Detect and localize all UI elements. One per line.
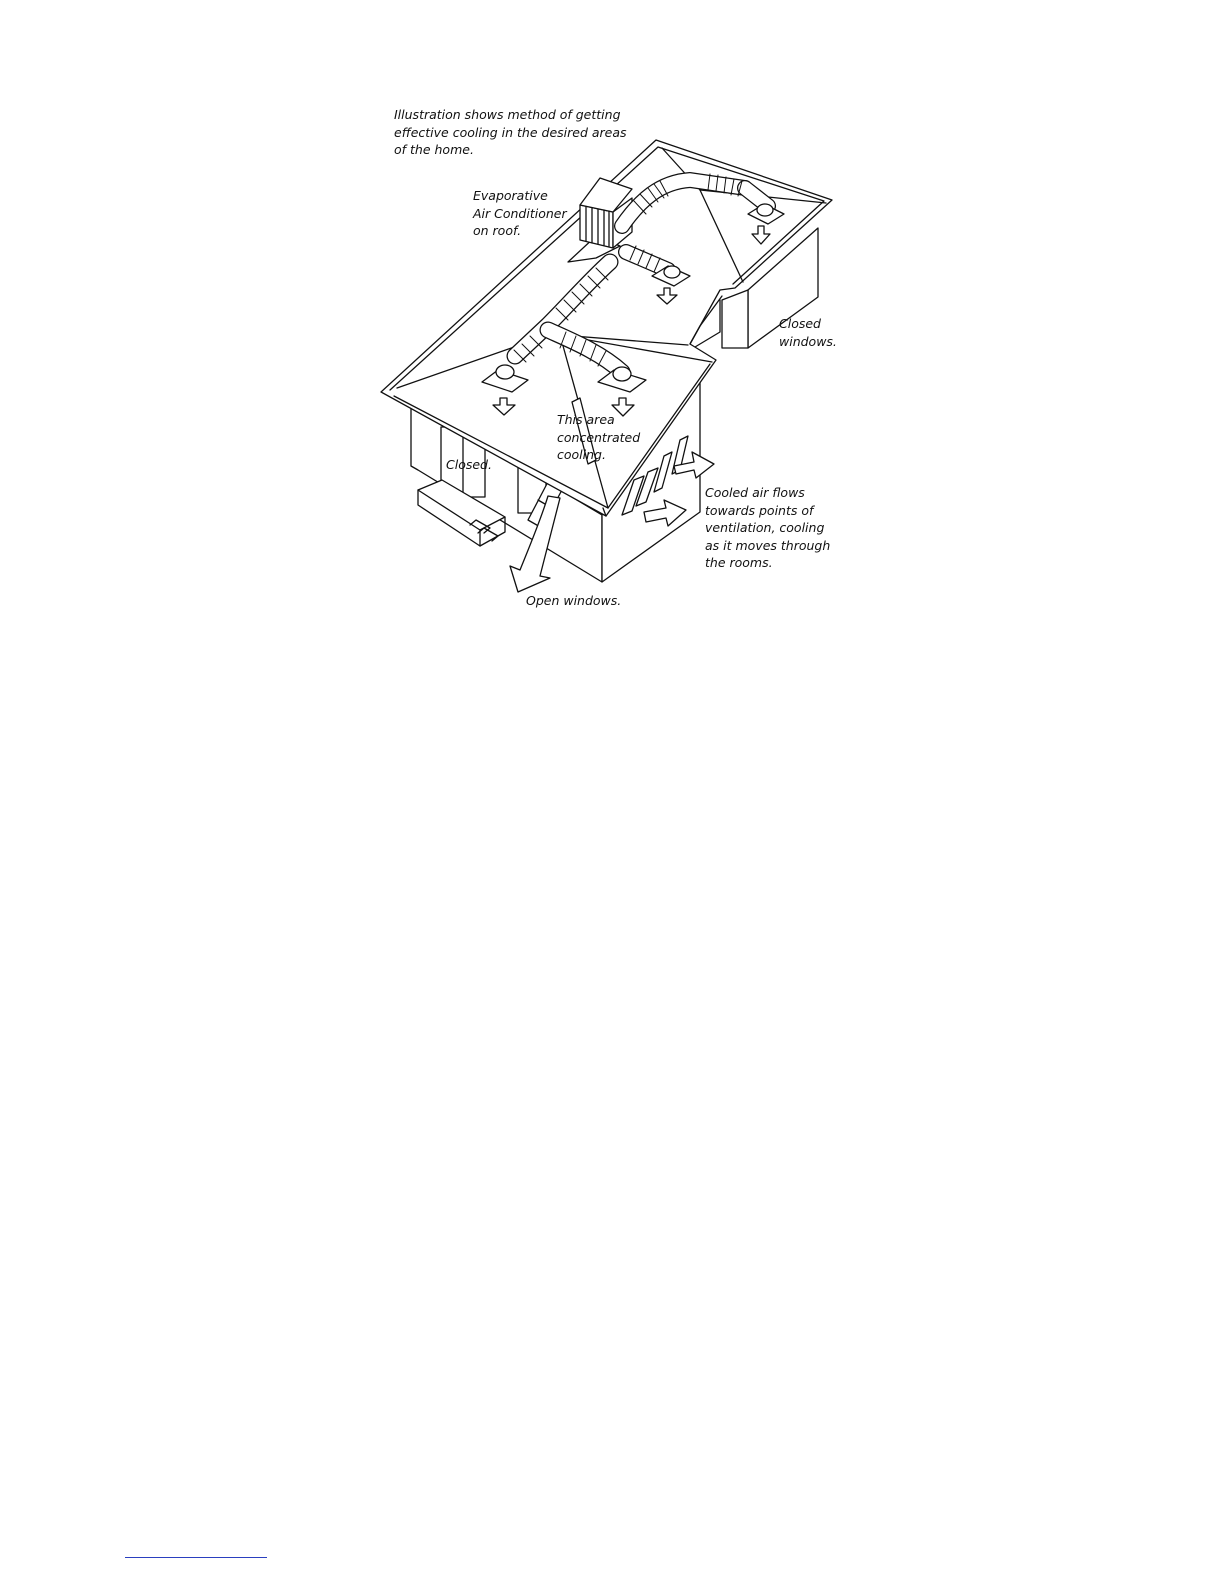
cooled-air-line: the rooms.: [705, 554, 830, 572]
open-windows-line: Open windows.: [526, 592, 621, 610]
cooler-label-line: Evaporative: [473, 187, 567, 205]
cooler-label-line: on roof.: [473, 222, 567, 240]
closed-door-label: Closed.: [446, 456, 492, 474]
concentrated-cooling-line: This area: [557, 411, 640, 429]
cooler-label: Evaporative Air Conditioner on roof.: [473, 187, 567, 240]
cooled-air-line: as it moves through: [705, 537, 830, 555]
cooled-air-label: Cooled air flows towards points of venti…: [705, 484, 830, 572]
closed-windows-right-label: Closed windows.: [779, 315, 837, 350]
concentrated-cooling-line: cooling.: [557, 446, 640, 464]
footnote-rule: [125, 1557, 267, 1558]
cooler-label-line: Air Conditioner: [473, 205, 567, 223]
intro-caption-line: of the home.: [394, 141, 627, 159]
intro-caption-line: Illustration shows method of getting: [394, 106, 627, 124]
closed-windows-right-line: Closed: [779, 315, 837, 333]
concentrated-cooling-label: This area concentrated cooling.: [557, 411, 640, 464]
cooled-air-line: ventilation, cooling: [705, 519, 830, 537]
intro-caption: Illustration shows method of getting eff…: [394, 106, 627, 159]
cooled-air-line: Cooled air flows: [705, 484, 830, 502]
open-windows-label: Open windows.: [526, 592, 621, 610]
intro-caption-line: effective cooling in the desired areas: [394, 124, 627, 142]
cooled-air-line: towards points of: [705, 502, 830, 520]
closed-door-line: Closed.: [446, 456, 492, 474]
house-cooling-illustration: [0, 0, 1224, 640]
concentrated-cooling-line: concentrated: [557, 429, 640, 447]
closed-windows-right-line: windows.: [779, 333, 837, 351]
